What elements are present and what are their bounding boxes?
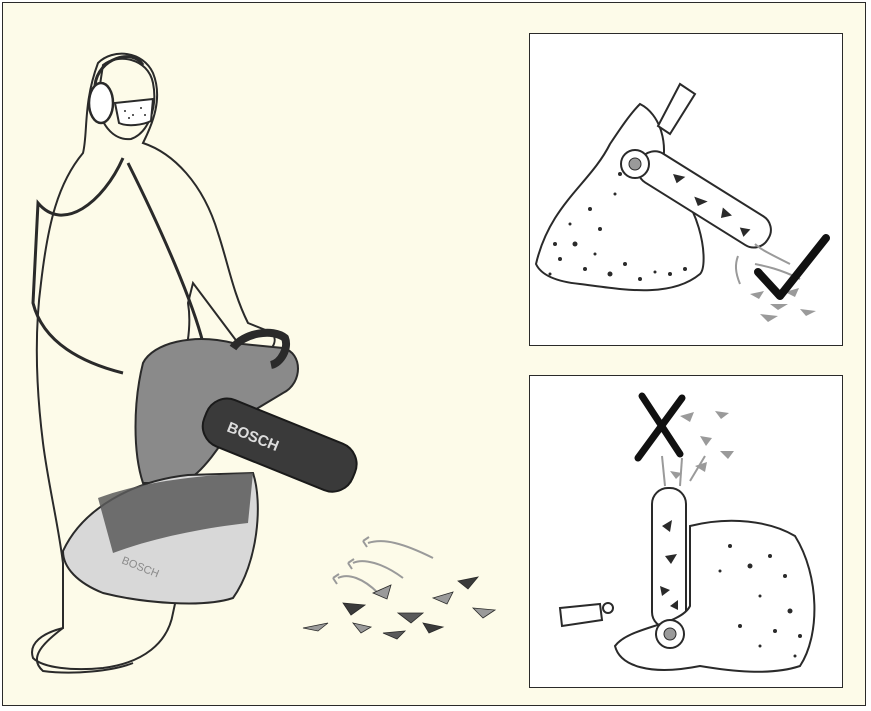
ear-defender-icon — [89, 83, 113, 123]
handle-outline — [560, 604, 602, 626]
suction-arrows — [333, 537, 433, 593]
leaves-on-ground — [303, 577, 495, 639]
handle-outline — [658, 84, 695, 134]
incorrect-use-panel — [529, 375, 843, 688]
operator-scene: BOSCH BOSCH — [3, 3, 523, 703]
cross-mark-icon — [638, 396, 682, 458]
correct-use-panel — [529, 33, 843, 346]
safety-glasses-icon — [115, 99, 153, 125]
collection-bag-outline — [615, 521, 814, 672]
